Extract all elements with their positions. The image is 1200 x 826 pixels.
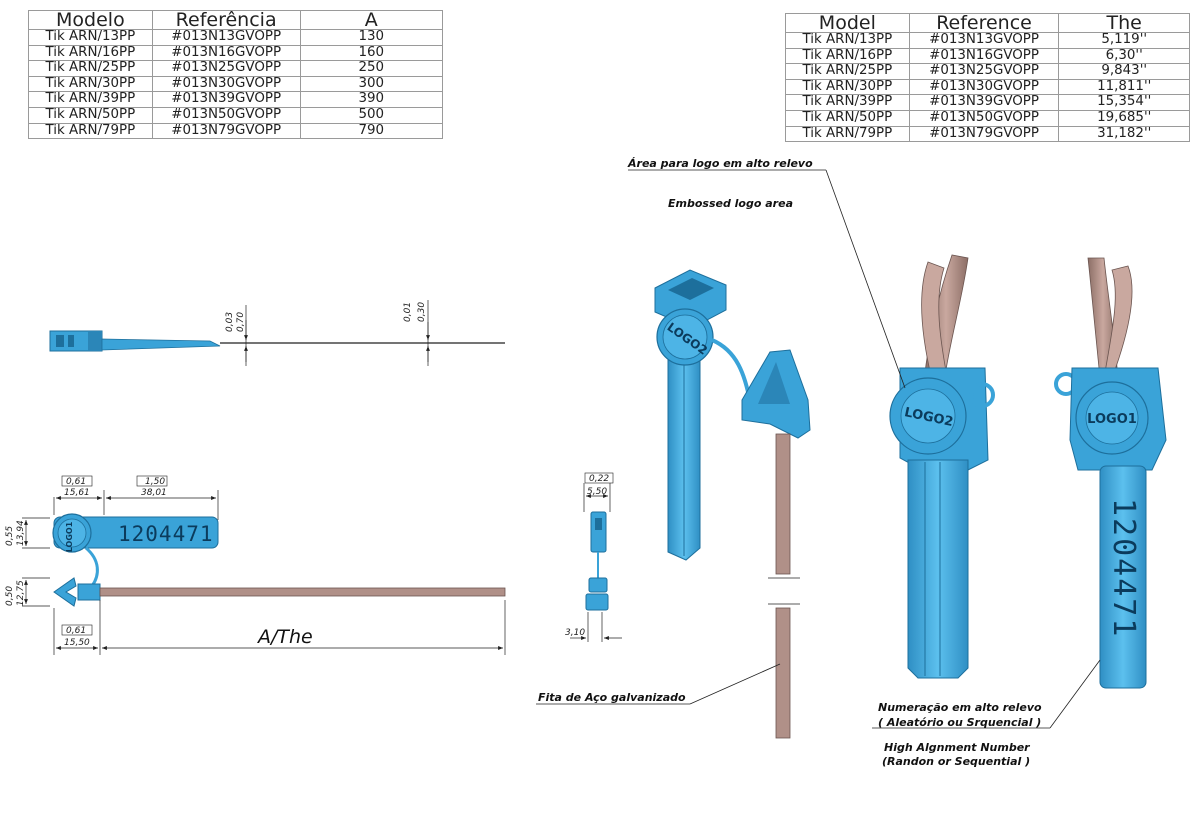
closed-seal-logo2: LOGO2 — [889, 254, 995, 679]
spec-table-portuguese: Modelo Referência A Tik ARN/13PP#013N13G… — [28, 10, 444, 140]
cell-reference: #013N16GVOPP — [908, 47, 1060, 65]
dim-003: 0,03 — [225, 312, 235, 332]
logo1-closed: LOGO1 — [1087, 412, 1137, 427]
dim-061-top: 0,61 — [66, 477, 86, 487]
cell-length: 390 — [299, 91, 444, 108]
cell-length: 6,30'' — [1058, 47, 1190, 65]
cell-reference: #013N25GVOPP — [908, 63, 1060, 80]
logo1-front: LOGO1 — [65, 521, 74, 552]
cell-model: Tik ARN/39PP — [28, 91, 153, 108]
dim-150: 1,50 — [145, 477, 165, 487]
dim-055: 0,55 — [5, 526, 15, 546]
cell-model: Tik ARN/30PP — [28, 75, 153, 93]
dim-1561: 15,61 — [64, 488, 90, 498]
spec-table-english: Model Reference The Tik ARN/13PP#013N13G… — [785, 13, 1190, 143]
dim-310: 3,10 — [565, 628, 585, 638]
note-logo-area-en: Embossed logo area — [668, 197, 793, 210]
col-header-reference: Reference — [908, 13, 1060, 33]
serial-number-front: 1204471 — [118, 522, 214, 546]
col-header-the: The — [1058, 13, 1190, 33]
dim-1550: 15,50 — [64, 638, 90, 648]
open-seal-illustration: LOGO2 — [654, 269, 811, 739]
cell-model: Tik ARN/39PP — [785, 94, 910, 111]
note-numbering-pt-type: ( Aleatório ou Srquencial ) — [878, 716, 1041, 729]
note-numbering-pt: Numeração em alto relevo — [878, 701, 1042, 714]
cell-model: Tik ARN/79PP — [785, 125, 910, 143]
note-numbering-en: High Algnment Number — [884, 741, 1030, 754]
cell-length: 160 — [299, 44, 444, 62]
front-view: 0,61 15,61 1,50 38,01 LOGO1 1204471 0,55… — [5, 475, 506, 655]
side-view: 0,03 0,70 0,01 0,30 — [49, 300, 505, 366]
dim-1275: 12,75 — [16, 580, 26, 606]
col-header-model: Model — [785, 13, 910, 33]
serial-number-closed: 1204471 — [1106, 498, 1141, 638]
cell-length: 9,843'' — [1058, 63, 1190, 80]
dim-3801: 38,01 — [141, 488, 167, 498]
dim-022: 0,22 — [589, 474, 609, 484]
cell-reference: #013N30GVOPP — [151, 75, 301, 93]
dim-070: 0,70 — [236, 312, 246, 332]
cell-model: Tik ARN/79PP — [28, 122, 153, 140]
dim-a-the: A/The — [256, 626, 313, 648]
cell-length: 5,119'' — [1058, 32, 1190, 49]
dim-030: 0,30 — [417, 302, 427, 322]
note-logo-area-pt: Área para logo em alto relevo — [627, 157, 813, 170]
cell-reference: #013N13GVOPP — [151, 29, 301, 46]
closed-seal-logo1: LOGO1 1204471 — [1054, 257, 1167, 689]
end-view: 0,22 5,50 3,10 — [565, 472, 622, 642]
cell-model: Tik ARN/25PP — [28, 60, 153, 77]
dim-550: 5,50 — [587, 487, 607, 497]
cell-reference: #013N79GVOPP — [908, 125, 1060, 143]
col-header-a: A — [299, 10, 444, 30]
cell-length: 11,811'' — [1058, 78, 1190, 96]
dim-050: 0,50 — [5, 586, 15, 606]
note-steel-tape: Fita de Aço galvanizado — [538, 691, 686, 704]
dim-061-bottom: 0,61 — [66, 626, 86, 636]
cell-length: 31,182'' — [1058, 125, 1190, 143]
dim-001: 0,01 — [403, 302, 413, 322]
cell-length: 790 — [299, 122, 444, 140]
cell-reference: #013N50GVOPP — [908, 109, 1060, 127]
cell-reference: #013N50GVOPP — [151, 106, 301, 124]
dim-1394: 13,94 — [16, 520, 26, 546]
annotations: Área para logo em alto relevo Embossed l… — [536, 157, 1101, 768]
note-numbering-en-type: (Randon or Sequential ) — [882, 755, 1030, 768]
col-header-modelo: Modelo — [28, 10, 153, 30]
cell-reference: #013N39GVOPP — [151, 91, 301, 108]
